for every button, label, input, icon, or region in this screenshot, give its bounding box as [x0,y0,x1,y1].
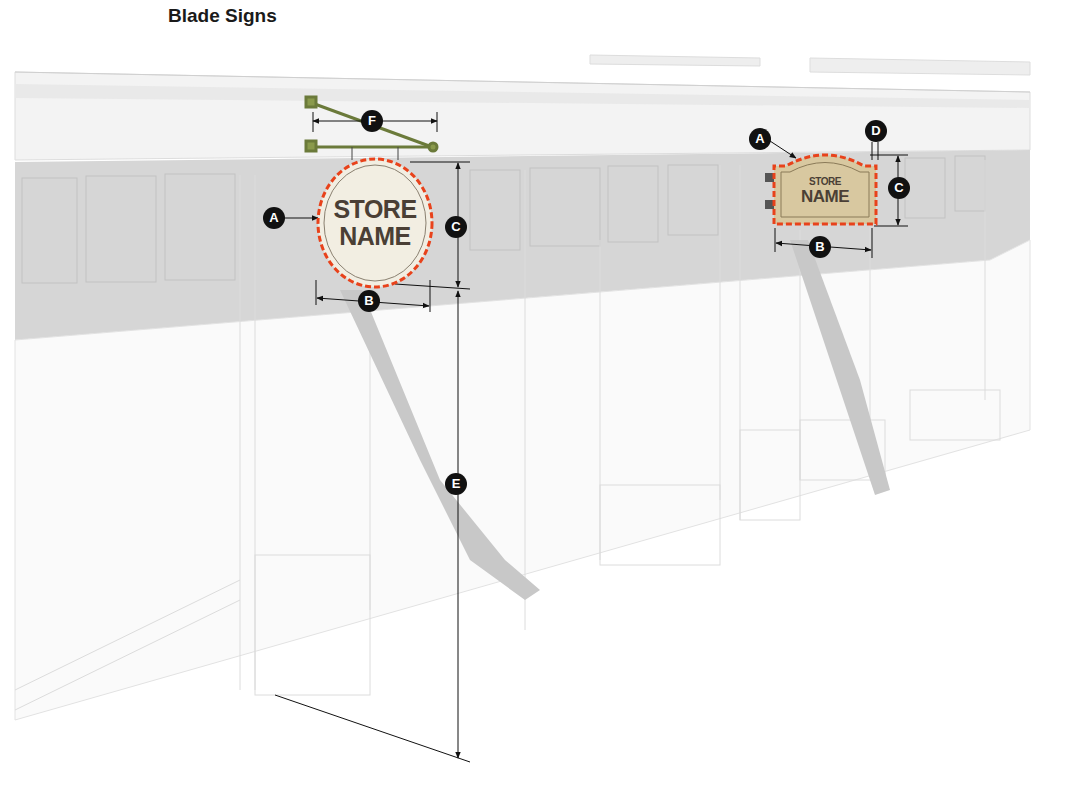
sign-text: NAME [777,188,873,206]
round-blade-sign: STORE NAME [317,158,433,288]
sign-text: STORE [780,177,870,188]
callout-letter: E [445,473,467,495]
sign-text: STORE NAME [325,196,425,250]
callout-letter: B [358,290,380,312]
callout-letter: F [361,110,383,132]
callout-letter: C [888,177,910,199]
callout-letter: A [263,207,285,229]
callout-letter: A [749,128,771,150]
callout-letter: B [809,236,831,258]
callout-letter: C [445,216,467,238]
callout-letter: D [865,120,887,142]
arched-blade-sign: STORENAME [772,150,878,226]
diagram-title: Blade Signs [168,5,277,27]
